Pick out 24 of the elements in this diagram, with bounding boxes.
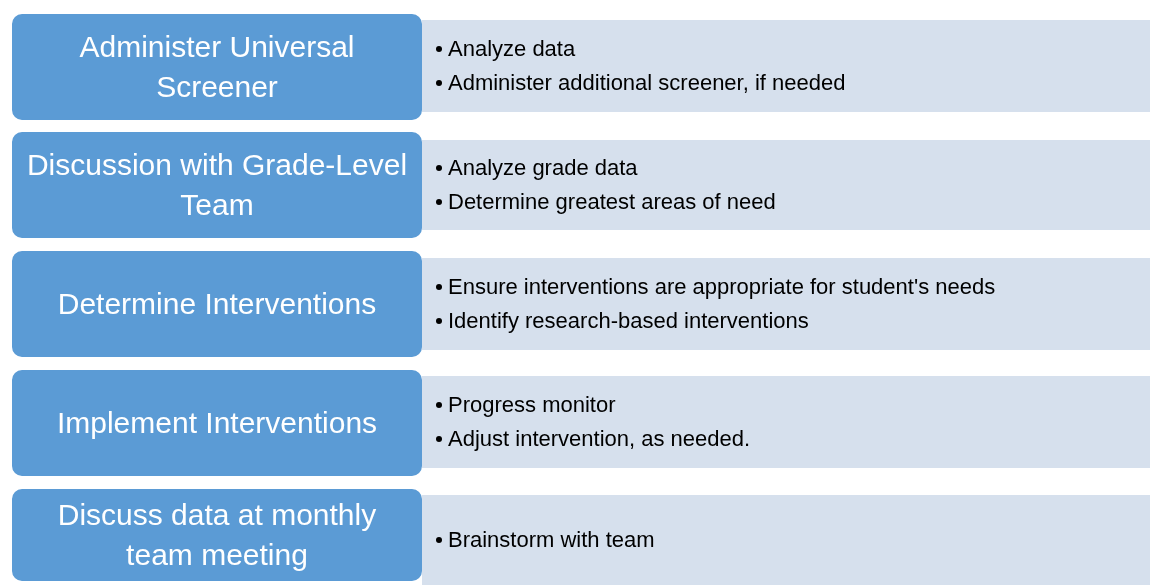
detail-panel [422, 140, 1150, 230]
bullet-text: Determine greatest areas of need [448, 189, 776, 215]
step-box [10, 249, 424, 359]
step-box [10, 12, 424, 122]
step-title: Implement Interventions [56, 404, 378, 441]
bullet-text: Administer additional screener, if needed [448, 70, 846, 96]
bullet-text: Progress monitor [448, 392, 616, 418]
detail-panel [422, 376, 1150, 468]
detail-panel [422, 495, 1150, 585]
detail-panel [422, 20, 1150, 112]
step-title: Administer Universal Screener [78, 28, 356, 105]
detail-panel [422, 258, 1150, 350]
bullet-text: Ensure interventions are appropriate for student's needs [448, 274, 996, 300]
step-box [10, 368, 424, 478]
bullet-text: Analyze data [448, 36, 576, 62]
bullet-text: Analyze grade data [448, 155, 638, 181]
step-box [10, 130, 424, 240]
step-title: Discuss data at monthly team meeting [56, 496, 378, 573]
step-title: Determine Interventions [57, 285, 377, 322]
bullet-text: Identify research-based interventions [448, 308, 809, 334]
bullet-text: Adjust intervention, as needed. [448, 426, 751, 452]
bullet-text: Brainstorm with team [448, 527, 655, 553]
step-box [10, 487, 424, 583]
step-title: Discussion with Grade-Level Team [26, 146, 408, 223]
